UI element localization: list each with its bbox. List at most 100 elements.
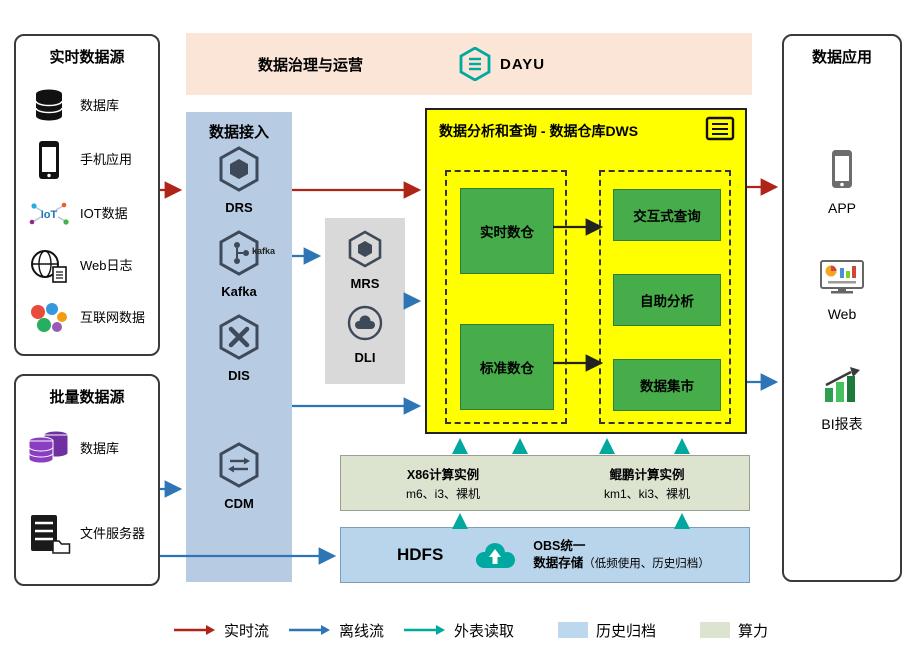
ingestion-column: 数据接入 DRS kafka Kafka: [186, 112, 292, 582]
cdm-icon: [219, 442, 259, 488]
legend-label: 实时流: [224, 622, 270, 640]
warehouse-group: 实时数仓 标准数仓: [445, 170, 567, 424]
app-phone-icon: [832, 150, 852, 188]
service-label: Kafka: [221, 284, 257, 299]
kunpeng-specs: km1、ki3、裸机: [603, 487, 690, 501]
service-label: MRS: [350, 276, 380, 291]
service-label: DIS: [228, 368, 250, 383]
dayu-icon: [459, 47, 491, 81]
list-item: IoT IOT数据: [24, 188, 154, 240]
legend-realtime: 实时流: [172, 618, 269, 642]
obs-line1: OBS统一: [533, 539, 586, 554]
x86-title: X86计算实例: [406, 468, 480, 482]
kunpeng-compute-cell: 鲲鹏计算实例 km1、ki3、裸机: [545, 456, 749, 510]
kunpeng-title: 鲲鹏计算实例: [609, 468, 685, 482]
list-item: 数据库: [24, 418, 154, 480]
box-label: 数据集市: [640, 379, 694, 394]
dli-icon: [347, 305, 383, 341]
mrs-icon: [348, 230, 382, 268]
realtime-sources-title: 实时数据源: [49, 49, 125, 66]
database-icon: [24, 87, 74, 125]
service-kafka: kafka Kafka: [186, 230, 292, 299]
bi-report-icon: [825, 367, 860, 402]
list-item: 数据库: [24, 80, 154, 132]
app-item: APP: [784, 148, 900, 216]
dws-title: 数据分析和查询 - 数据仓库DWS: [439, 123, 639, 139]
applications-title: 数据应用: [811, 49, 872, 66]
item-label: 文件服务器: [80, 525, 146, 541]
legend-external-read: 外表读取: [402, 618, 514, 642]
item-label: 互联网数据: [80, 309, 146, 325]
box-label: 实时数仓: [480, 225, 534, 240]
dis-icon: [219, 314, 259, 360]
app-label: BI报表: [821, 416, 863, 432]
service-dis: DIS: [186, 314, 292, 383]
obs-text: OBS统一 数据存储（低频使用、历史归档）: [533, 538, 710, 571]
x86-compute-cell: X86计算实例 m6、i3、裸机: [341, 456, 545, 510]
obs-line2: 数据存储: [533, 555, 584, 570]
phone-icon: [24, 139, 74, 181]
item-label: 数据库: [80, 97, 120, 113]
service-label: DLI: [354, 350, 376, 365]
compute-swatch: [700, 622, 730, 638]
teal-arrow-icon: [404, 625, 445, 635]
web-monitor-icon: [820, 260, 864, 294]
red-arrow-icon: [174, 625, 215, 635]
app-item: BI报表: [784, 366, 900, 434]
list-item: Web日志: [24, 240, 154, 292]
data-mart-box: 数据集市: [613, 359, 721, 411]
list-item: 手机应用: [24, 134, 154, 186]
legend-label: 算力: [738, 622, 769, 640]
hdfs-label: HDFS: [397, 545, 444, 564]
services-group: 交互式查询 自助分析 数据集市: [599, 170, 731, 424]
realtime-warehouse-box: 实时数仓: [460, 188, 554, 274]
file-server-icon: [24, 513, 74, 555]
service-dli: DLI: [325, 304, 405, 365]
service-drs: DRS: [186, 146, 292, 215]
svg-text:IoT: IoT: [41, 209, 58, 221]
box-label: 标准数仓: [480, 361, 534, 376]
governance-title: 数据治理与运营: [258, 56, 364, 74]
legend-offline: 离线流: [287, 618, 384, 642]
app-label: APP: [827, 200, 856, 216]
service-cdm: CDM: [186, 442, 292, 511]
item-label: Web日志: [80, 257, 133, 273]
dws-box: 数据分析和查询 - 数据仓库DWS 实时数仓 标准数仓 交互式查询 自助分析: [425, 108, 747, 434]
storage-box: HDFS OBS统一 数据存储（低频使用、历史归档）: [340, 527, 750, 583]
service-label: CDM: [224, 496, 254, 511]
report-doc-icon: [705, 116, 735, 147]
iot-icon: IoT: [24, 199, 74, 229]
batch-sources-panel: 批量数据源 数据库: [14, 374, 160, 586]
interactive-query-box: 交互式查询: [613, 189, 721, 241]
list-item: 互联网数据: [24, 292, 154, 344]
obs-cloud-icon: [473, 540, 519, 570]
service-mrs: MRS: [325, 230, 405, 291]
kafka-logo-text: kafka: [252, 246, 276, 256]
x86-specs: m6、i3、裸机: [405, 487, 480, 501]
internet-data-icon: [24, 301, 74, 335]
service-label: DRS: [225, 200, 253, 215]
box-label: 自助分析: [640, 294, 694, 309]
archive-swatch: [558, 622, 588, 638]
app-label: Web: [827, 306, 857, 322]
compute-box: X86计算实例 m6、i3、裸机 鲲鹏计算实例 km1、ki3、裸机: [340, 455, 750, 511]
legend-label: 外表读取: [454, 622, 515, 640]
legend-label: 历史归档: [596, 622, 657, 640]
app-item: Web: [784, 258, 900, 322]
realtime-sources-panel: 实时数据源 数据库 手机应用: [14, 34, 160, 356]
box-label: 交互式查询: [633, 209, 701, 224]
batch-sources-title: 批量数据源: [49, 389, 125, 406]
drs-icon: [219, 146, 259, 192]
item-label: IOT数据: [80, 205, 128, 221]
list-item: 文件服务器: [24, 498, 154, 570]
self-service-analysis-box: 自助分析: [613, 274, 721, 326]
kafka-icon: [219, 230, 259, 276]
blue-arrow-icon: [289, 625, 330, 635]
item-label: 手机应用: [80, 151, 133, 167]
item-label: 数据库: [80, 440, 120, 456]
web-globe-icon: [24, 248, 74, 284]
dayu-label: DAYU: [500, 55, 546, 73]
standard-warehouse-box: 标准数仓: [460, 324, 554, 410]
legend-compute-power: 算力: [700, 618, 768, 642]
